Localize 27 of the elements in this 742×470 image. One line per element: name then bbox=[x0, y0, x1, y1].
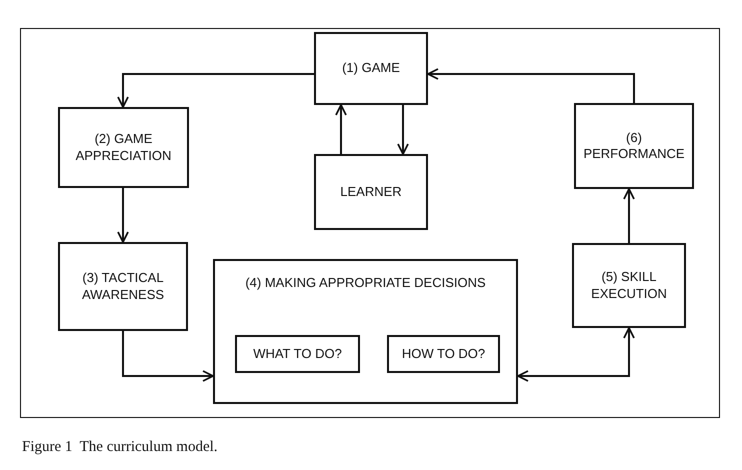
box-label: LEARNER bbox=[339, 184, 403, 200]
process-box bbox=[314, 154, 428, 230]
arrow bbox=[122, 331, 214, 382]
process-box bbox=[572, 243, 686, 328]
box-label: (3) TACTICAL AWARENESS bbox=[80, 270, 166, 303]
box-label: (5) SKILL EXECUTION bbox=[590, 269, 668, 302]
question-box bbox=[387, 335, 500, 373]
box-label: (4) MAKING APPROPRIATE DECISIONS bbox=[244, 275, 487, 292]
figure-caption: Figure 1 The curriculum model. bbox=[22, 439, 218, 456]
process-box bbox=[314, 32, 428, 105]
arrow bbox=[335, 104, 347, 154]
process-box bbox=[58, 107, 189, 188]
arrow bbox=[427, 68, 635, 103]
box-label: HOW TO DO? bbox=[400, 346, 486, 362]
question-box bbox=[235, 335, 360, 373]
process-box bbox=[58, 242, 188, 331]
process-box bbox=[574, 103, 694, 189]
arrow bbox=[397, 105, 409, 155]
box-label: (1) GAME bbox=[341, 60, 401, 77]
arrow bbox=[117, 188, 129, 243]
arrow bbox=[117, 73, 314, 108]
box-label: WHAT TO DO? bbox=[252, 346, 343, 362]
arrow bbox=[517, 327, 635, 382]
arrow bbox=[623, 188, 635, 243]
box-label: (6) PERFORMANCE bbox=[582, 130, 686, 162]
box-label: (2) GAME APPRECIATION bbox=[74, 131, 172, 164]
process-box bbox=[213, 259, 518, 404]
